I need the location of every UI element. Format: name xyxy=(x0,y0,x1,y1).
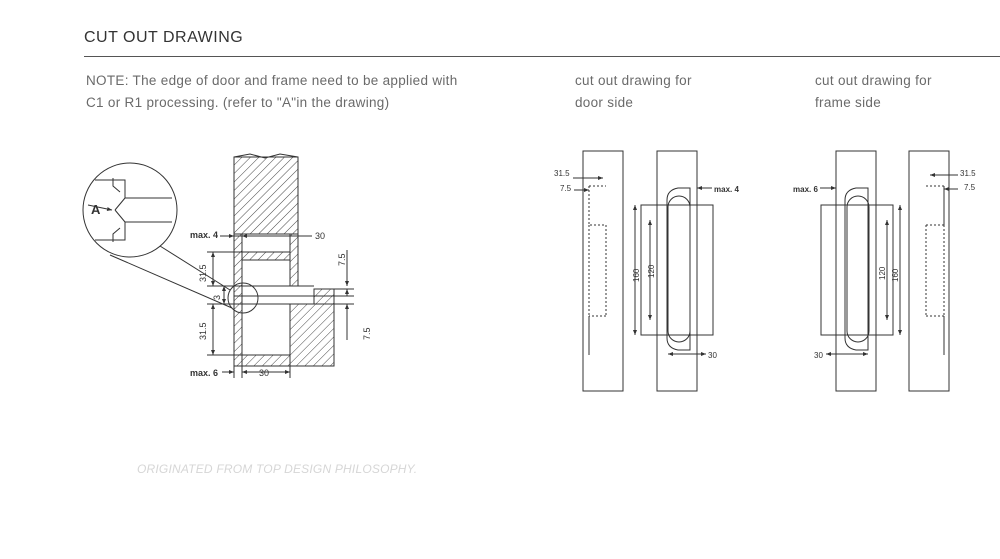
frame-side-profile xyxy=(908,150,950,392)
frame-dim-160: 160 xyxy=(891,268,900,282)
dim-30-top-label: 30 xyxy=(315,231,325,241)
section-view xyxy=(82,153,354,378)
dim-7-5-lower-label: 7.5 xyxy=(362,327,372,340)
frame-side-labels: max. 6 120 160 30 31.5 7.5 xyxy=(793,169,976,360)
door-caption-line-2: door side xyxy=(575,95,634,110)
lower-right-hatch xyxy=(289,303,335,367)
note-line-1: NOTE: The edge of door and frame need to… xyxy=(86,73,458,88)
dim-31-5-upper-label: 31.5 xyxy=(198,264,208,282)
page-title: CUT OUT DRAWING xyxy=(84,29,244,46)
door-dim-120: 120 xyxy=(647,264,656,278)
middle-hatch xyxy=(241,251,291,261)
section-labels: A max. 4 30 max. 6 30 31.5 31.5 3 7.5 7.… xyxy=(91,202,372,378)
frame-dim-31-5: 31.5 xyxy=(960,169,976,178)
detail-label-a: A xyxy=(91,202,101,217)
frame-cutout-slot xyxy=(846,195,870,343)
left-wall-hatch xyxy=(233,233,243,367)
door-dim-31-5: 31.5 xyxy=(554,169,570,178)
dim-30-bottom-label: 30 xyxy=(259,368,269,378)
frame-side-caption: cut out drawing for frame side xyxy=(815,70,932,114)
door-dim-max4: max. 4 xyxy=(714,185,739,194)
frame-dim-120: 120 xyxy=(878,266,887,280)
dim-31-5-lower-label: 31.5 xyxy=(198,322,208,340)
frame-caption-line-2: frame side xyxy=(815,95,882,110)
dim-max6-label: max. 6 xyxy=(190,368,218,378)
dim-3-label: 3 xyxy=(212,295,222,300)
door-dim-30: 30 xyxy=(708,351,717,360)
bottom-hatch xyxy=(241,354,291,367)
title-divider xyxy=(84,56,1000,57)
door-side-caption: cut out drawing for door side xyxy=(575,70,692,114)
frame-dim-30: 30 xyxy=(814,351,823,360)
footer-tagline: ORIGINATED FROM TOP DESIGN PHILOSOPHY. xyxy=(137,462,418,476)
door-side-drawing xyxy=(573,150,714,392)
frame-caption-line-1: cut out drawing for xyxy=(815,73,932,88)
door-cutout-slot xyxy=(667,195,691,343)
processing-note: NOTE: The edge of door and frame need to… xyxy=(86,70,458,114)
detail-circle-large xyxy=(82,162,178,258)
frame-dim-max6: max. 6 xyxy=(793,185,818,194)
frame-side-drawing xyxy=(820,150,958,392)
upper-wall-hatch xyxy=(233,156,299,235)
frame-cutout-outer xyxy=(820,204,894,336)
door-front-profile xyxy=(656,150,698,392)
door-dim-160: 160 xyxy=(632,268,641,282)
detail-circle-small xyxy=(227,282,259,314)
door-side-labels: 31.5 7.5 max. 4 160 120 30 xyxy=(554,169,739,360)
door-side-profile xyxy=(582,150,624,392)
note-line-2: C1 or R1 processing. (refer to "A"in the… xyxy=(86,95,390,110)
frame-front-profile xyxy=(835,150,877,392)
frame-dim-7-5: 7.5 xyxy=(964,183,976,192)
right-wall-hatch-upper xyxy=(289,233,299,287)
door-dim-7-5: 7.5 xyxy=(560,184,572,193)
dim-7-5-upper-label: 7.5 xyxy=(337,253,347,266)
door-caption-line-1: cut out drawing for xyxy=(575,73,692,88)
dim-max4-label: max. 4 xyxy=(190,230,218,240)
